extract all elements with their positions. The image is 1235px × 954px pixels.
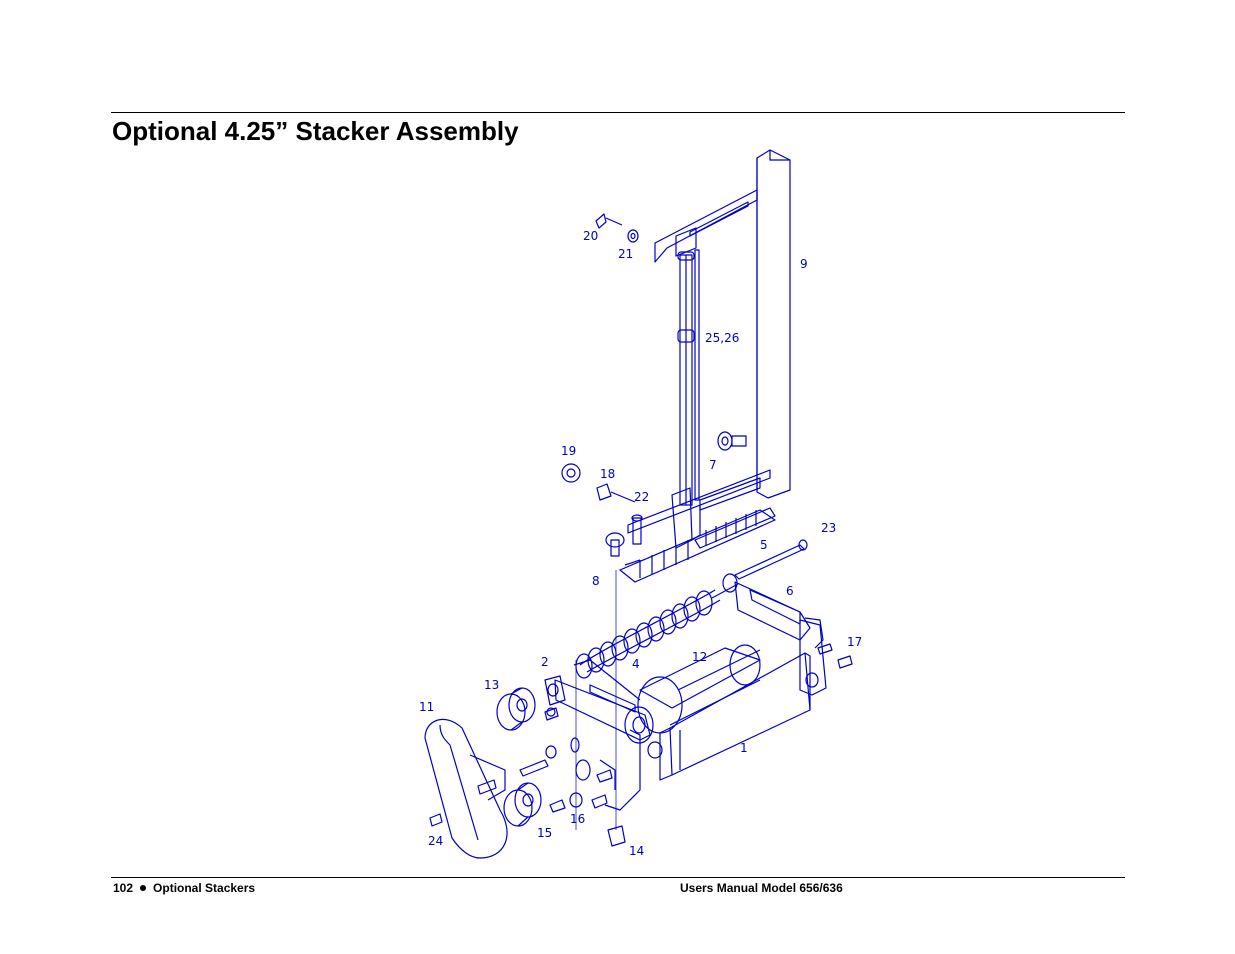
page-number: 102 xyxy=(113,881,134,895)
label-19: 19 xyxy=(561,444,576,458)
housing-part xyxy=(659,652,811,781)
roller-part xyxy=(561,463,636,503)
spring-part xyxy=(575,573,739,679)
header-rule xyxy=(111,112,1125,113)
wing-screw-part xyxy=(595,213,639,243)
slide-block-part xyxy=(627,469,771,549)
comb-part xyxy=(619,507,776,583)
label-18: 18 xyxy=(600,467,615,481)
arm-part xyxy=(734,581,824,649)
label-25-26: 25,26 xyxy=(705,331,739,345)
top-bracket-part xyxy=(654,189,758,263)
label-8: 8 xyxy=(592,574,600,588)
footer-rule xyxy=(111,877,1125,878)
link-arm-part xyxy=(554,659,663,759)
label-12: 12 xyxy=(692,650,707,664)
motor-part xyxy=(637,644,761,734)
label-6: 6 xyxy=(786,584,794,598)
label-17: 17 xyxy=(847,635,862,649)
right-bracket-part xyxy=(799,619,853,696)
label-1: 1 xyxy=(740,741,748,755)
page-title: Optional 4.25” Stacker Assembly xyxy=(112,116,519,146)
label-21: 21 xyxy=(618,247,633,261)
upper-pulley-part xyxy=(496,687,536,731)
vertical-rod-part xyxy=(677,249,700,506)
label-16: 16 xyxy=(570,812,585,826)
thumb-screw-part xyxy=(605,514,643,557)
label-11: 11 xyxy=(419,700,434,714)
knob-part xyxy=(717,431,747,451)
footer-section: 102 Optional Stackers xyxy=(113,881,255,895)
label-5: 5 xyxy=(760,538,768,552)
label-4: 4 xyxy=(632,657,640,671)
label-24: 24 xyxy=(428,834,443,848)
label-7: 7 xyxy=(709,458,717,472)
shaft-part xyxy=(734,539,808,580)
fastener-part xyxy=(429,707,613,827)
label-15: 15 xyxy=(537,826,552,840)
lower-pulley-part xyxy=(503,782,542,827)
bullet-icon xyxy=(140,885,147,892)
label-13: 13 xyxy=(484,678,499,692)
lever-part xyxy=(424,718,508,859)
section-name: Optional Stackers xyxy=(153,881,256,895)
label-22: 22 xyxy=(634,490,649,504)
stacker-plate-part xyxy=(756,149,791,499)
label-14: 14 xyxy=(629,844,644,858)
manual-title: Users Manual Model 656/636 xyxy=(680,881,843,895)
label-23: 23 xyxy=(821,521,836,535)
bottom-bracket-part xyxy=(575,570,641,847)
label-20: 20 xyxy=(583,229,598,243)
label-9: 9 xyxy=(800,257,808,271)
label-2: 2 xyxy=(541,655,549,669)
left-bracket-part xyxy=(544,675,566,717)
part-labels: 1 2 4 5 6 7 8 9 11 12 13 14 15 16 17 18 … xyxy=(419,229,862,858)
